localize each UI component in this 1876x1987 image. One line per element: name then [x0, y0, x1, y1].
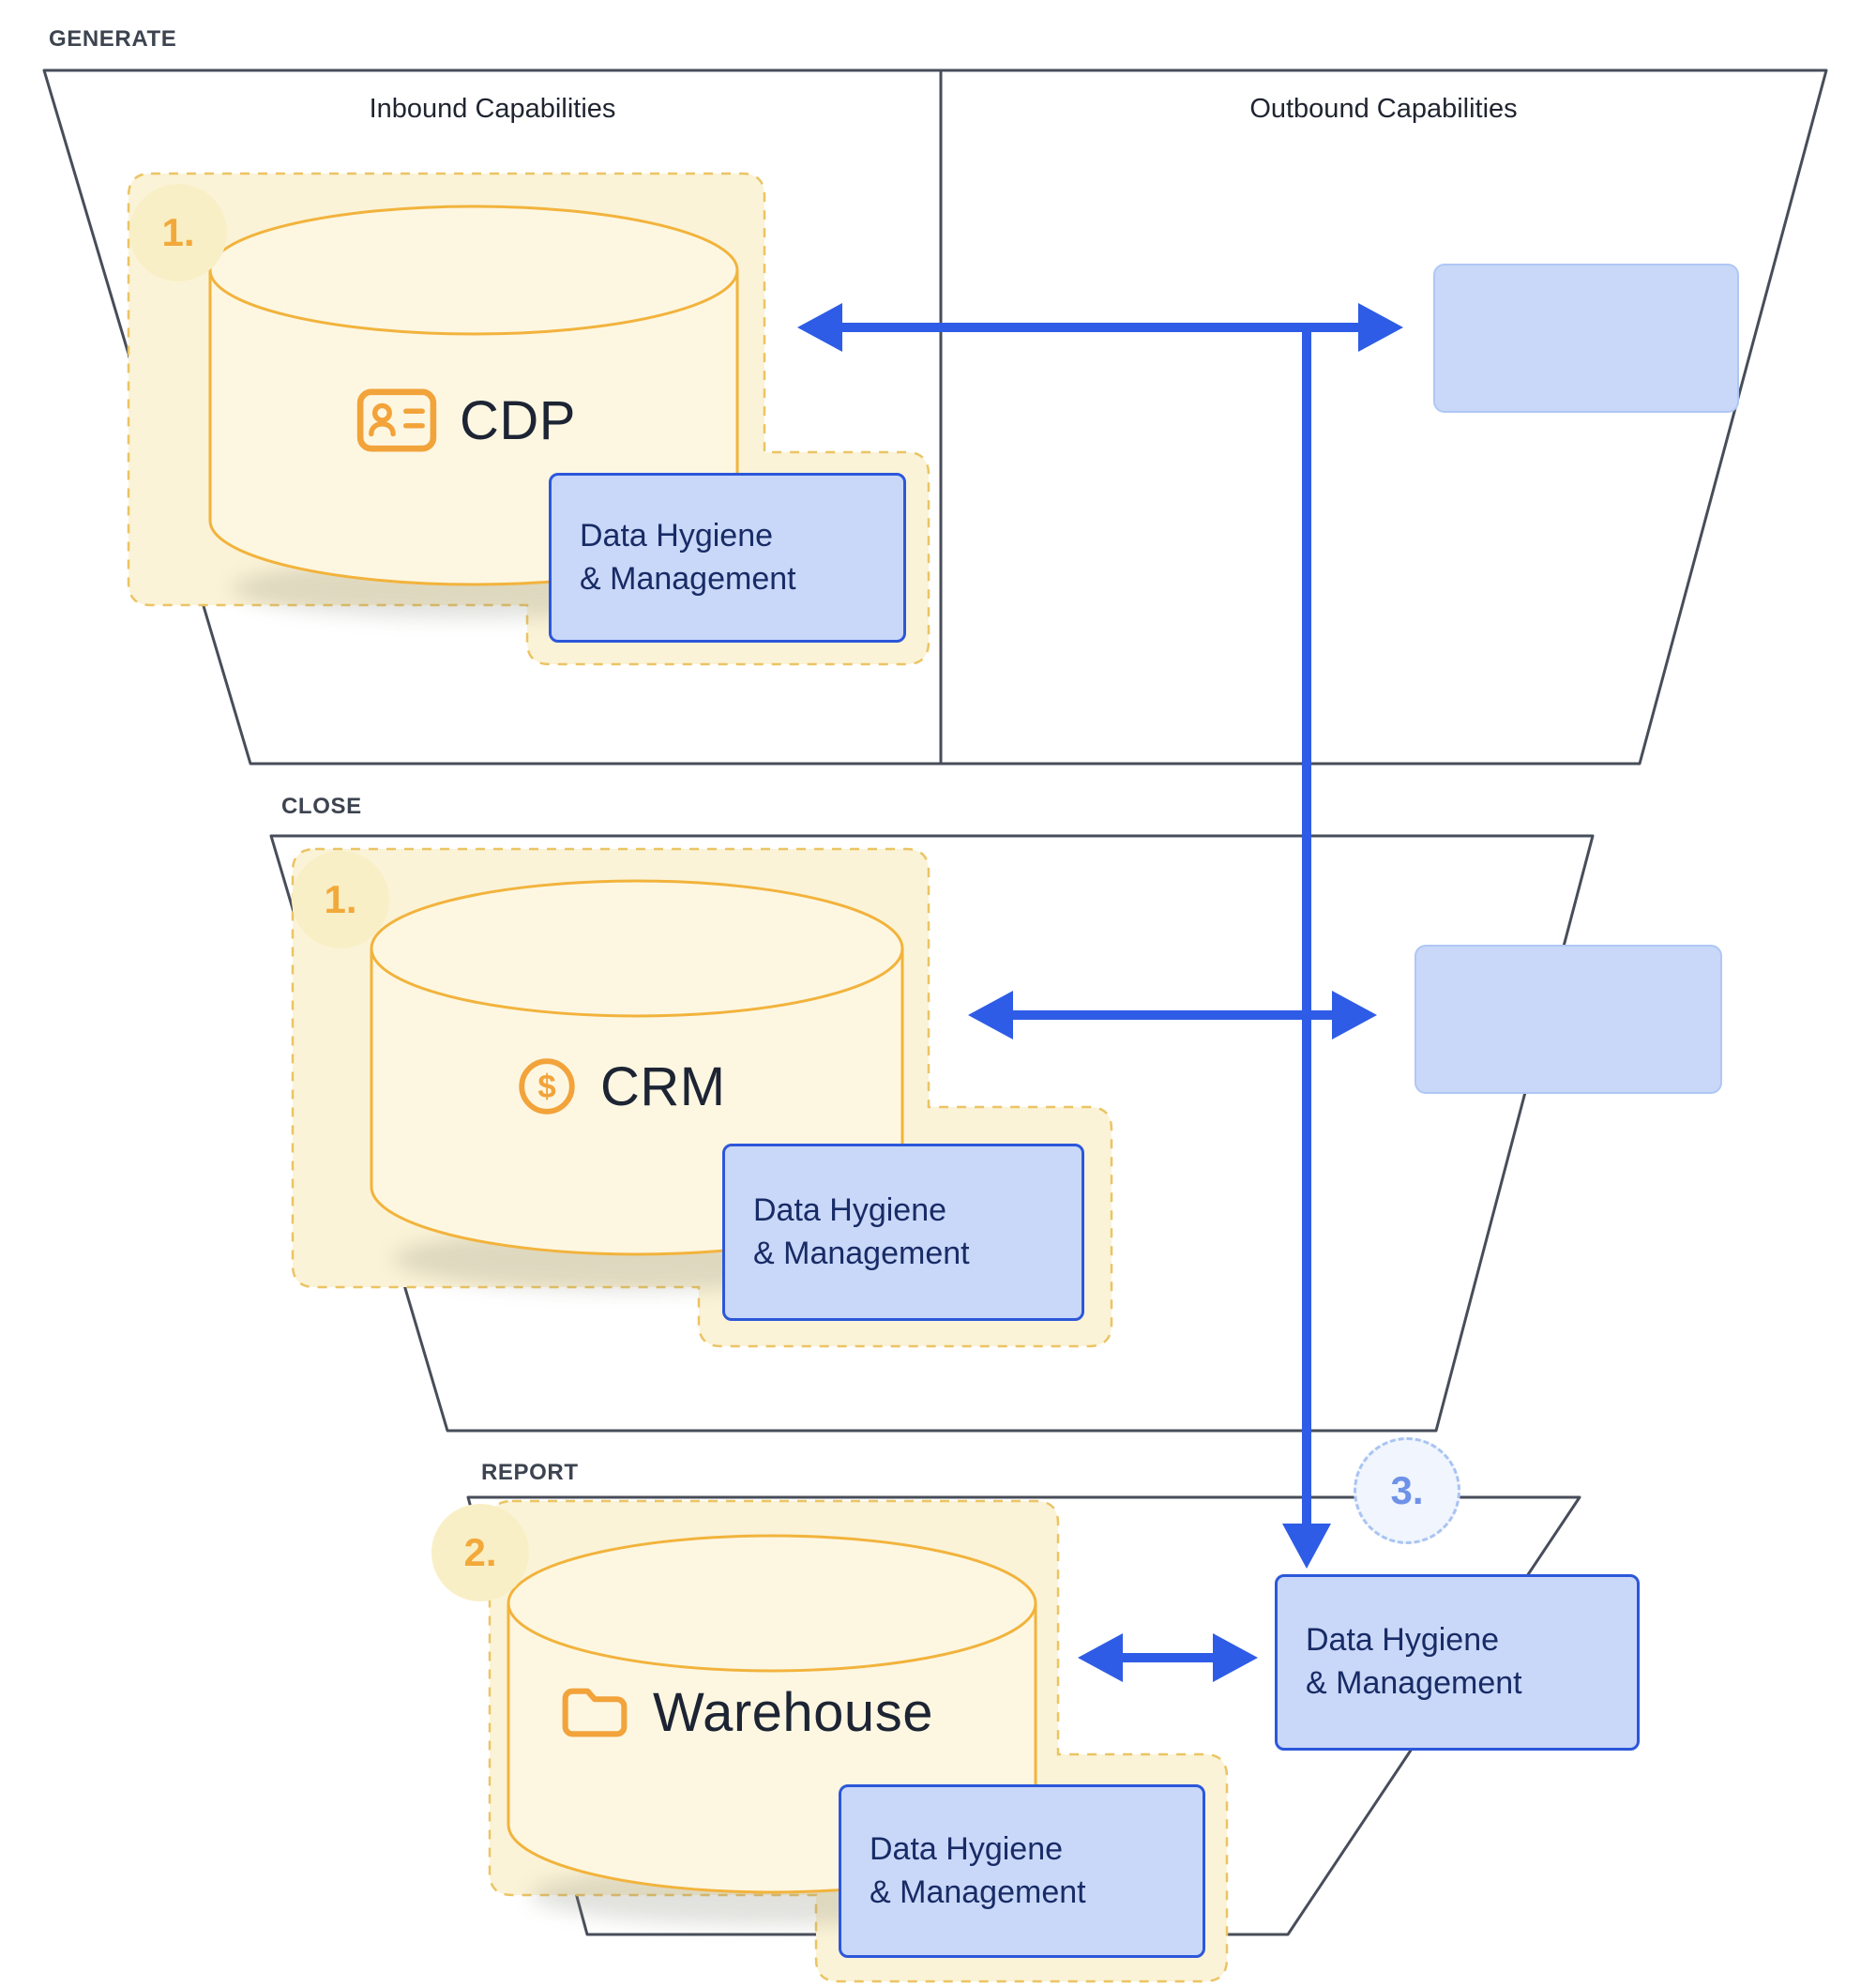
badge-text: 3.: [1390, 1468, 1424, 1512]
hygiene-box-line1: Data Hygiene: [753, 1191, 947, 1228]
report-section-label: REPORT: [481, 1460, 579, 1485]
close-hygiene-box: Data Hygiene & Management: [722, 1144, 1084, 1321]
hygiene-box-line1: Data Hygiene: [870, 1830, 1064, 1867]
hygiene-box-line2: & Management: [870, 1873, 1086, 1910]
hygiene-box-line1: Data Hygiene: [1306, 1622, 1500, 1659]
inbound-capabilities-header: Inbound Capabilities: [369, 94, 616, 124]
contact-card-icon: [356, 388, 437, 452]
report-flow-badge: 3.: [1354, 1437, 1460, 1544]
folder-icon: [562, 1688, 628, 1737]
close-outbound-placeholder: [1415, 945, 1722, 1094]
generate-step-badge: 1.: [129, 184, 227, 281]
generate-bidirectional-arrow: [797, 303, 1403, 352]
dollar-circle-icon: $: [519, 1058, 575, 1115]
crm-cylinder: [370, 879, 904, 1256]
badge-text: 2.: [463, 1530, 497, 1574]
close-step-badge: 1.: [292, 851, 389, 948]
badge-text: 1.: [324, 877, 357, 921]
hygiene-box-line2: & Management: [580, 560, 796, 597]
report-step-badge: 2.: [431, 1504, 529, 1601]
badge-text: 1.: [161, 210, 195, 254]
vertical-flow-arrow: [1282, 327, 1331, 1569]
generate-outbound-placeholder: [1433, 264, 1739, 413]
hygiene-box-line1: Data Hygiene: [580, 517, 774, 554]
report-hygiene-box: Data Hygiene & Management: [839, 1784, 1205, 1958]
report-right-hygiene-box: Data Hygiene & Management: [1275, 1574, 1640, 1751]
warehouse-system-label: Warehouse: [559, 1670, 933, 1754]
close-section-label: CLOSE: [281, 794, 362, 819]
close-bidirectional-arrow: [968, 991, 1377, 1039]
crm-system-label: $ CRM: [516, 1044, 726, 1129]
cdp-system-label: CDP: [356, 378, 576, 463]
svg-text:$: $: [537, 1069, 555, 1105]
system-name: CRM: [600, 1055, 726, 1117]
report-bidirectional-arrow: [1078, 1633, 1258, 1682]
outbound-capabilities-header: Outbound Capabilities: [1249, 94, 1518, 124]
generate-section-label: GENERATE: [49, 26, 177, 52]
system-name: CDP: [460, 389, 576, 451]
generate-hygiene-box: Data Hygiene & Management: [549, 473, 906, 643]
hygiene-box-line2: & Management: [753, 1235, 970, 1271]
hygiene-box-line2: & Management: [1306, 1665, 1522, 1701]
system-name: Warehouse: [653, 1681, 933, 1743]
